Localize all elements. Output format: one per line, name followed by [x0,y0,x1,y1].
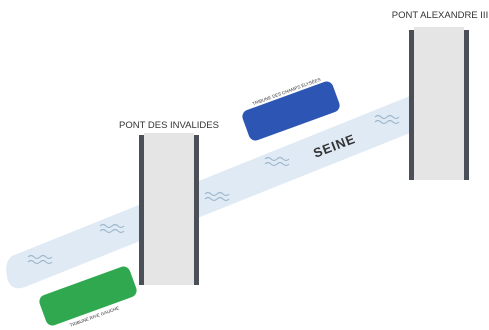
bridge-rail-right [194,135,199,285]
wave-icon [204,191,230,202]
bridge-deck [144,133,194,285]
bridge-deck [414,27,464,180]
stand-block [242,81,340,141]
bridge-label: PONT DES INVALIDES [119,120,219,131]
bridge-invalides: PONT DES INVALIDES [119,120,219,285]
bridge-rail-right [464,30,469,180]
river-seine: SEINE [6,93,435,289]
river-body [6,93,435,289]
bridge-rail-left [409,30,414,180]
wave-icon [27,254,53,265]
bridge-label: PONT ALEXANDRE III [392,10,488,21]
wave-icon [374,114,400,125]
stand-block [39,266,137,326]
bridge-alexandre: PONT ALEXANDRE III [392,10,488,180]
wave-icon [264,156,290,167]
wave-icons [27,114,400,265]
bridge-rail-left [139,135,144,285]
wave-icon [99,223,125,234]
